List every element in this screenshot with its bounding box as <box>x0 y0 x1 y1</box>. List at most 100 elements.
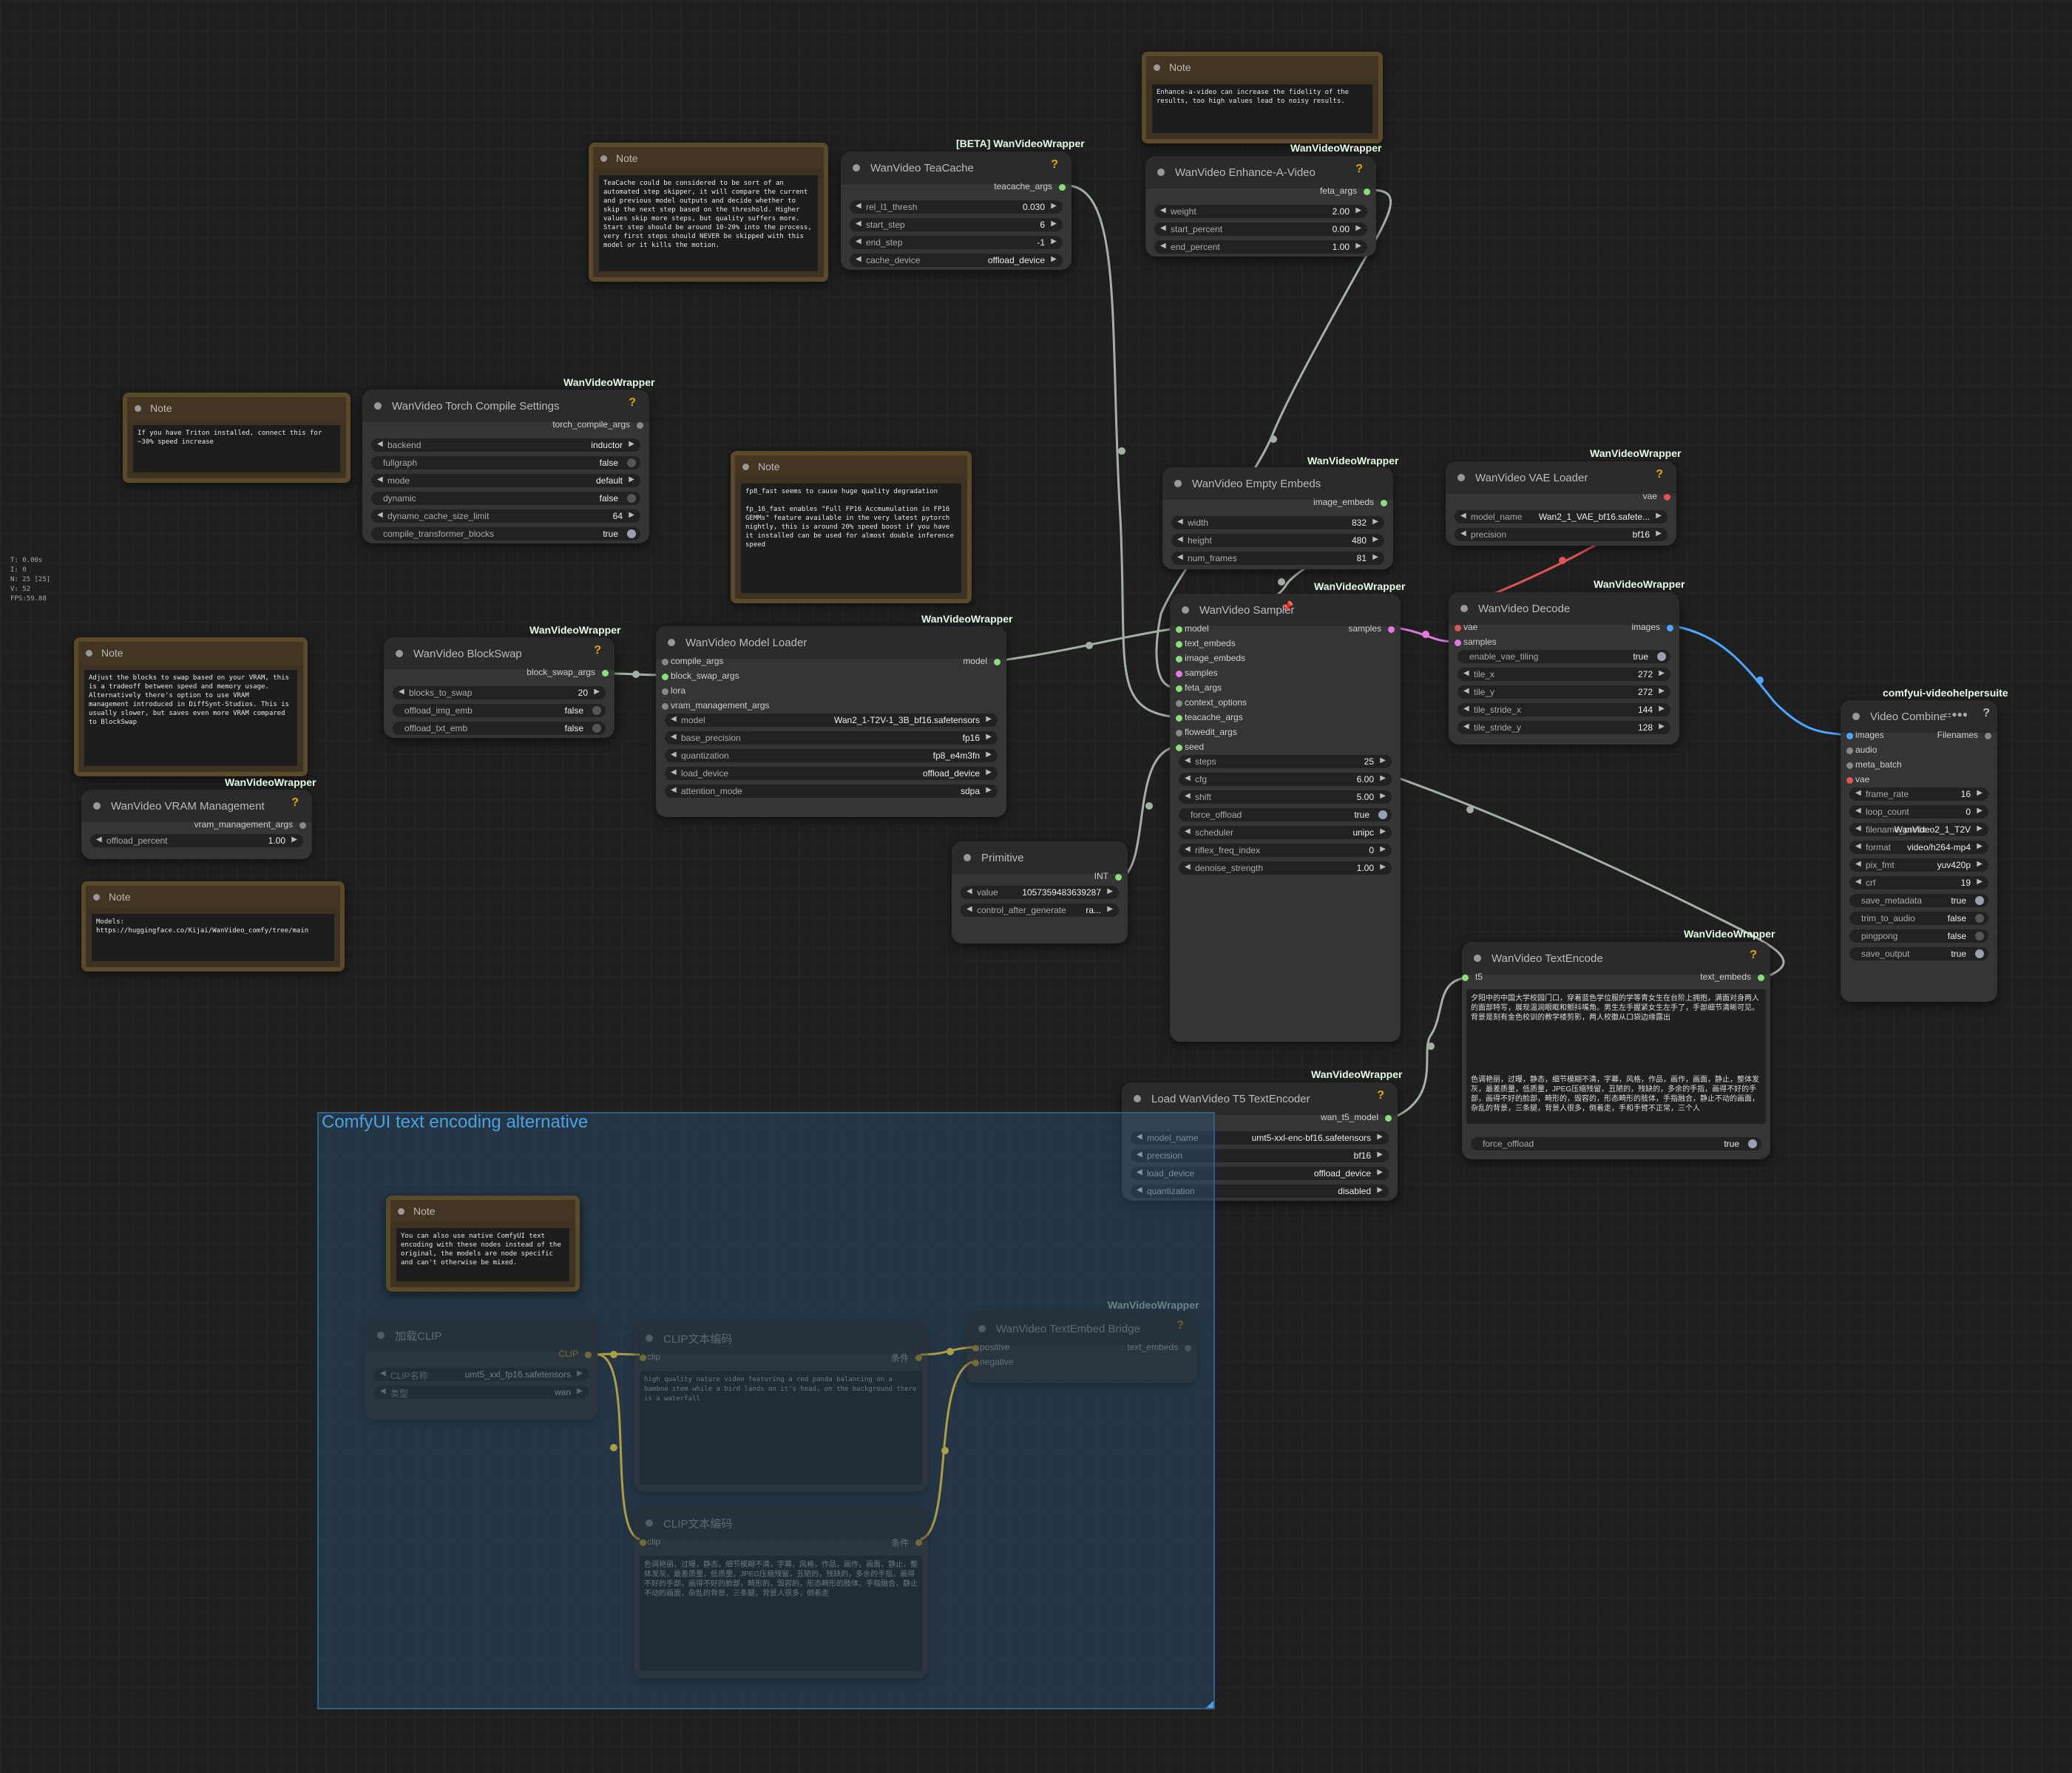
node-textembed-bridge[interactable]: WanVideo TextEmbed Bridge? positive nega… <box>966 1312 1197 1383</box>
arrow-right-icon[interactable]: ▶ <box>1377 1168 1383 1176</box>
arrow-left-icon[interactable]: ◀ <box>1463 687 1469 695</box>
input-slot[interactable] <box>1176 641 1182 648</box>
arrow-right-icon[interactable]: ▶ <box>1377 1133 1383 1141</box>
arrow-right-icon[interactable]: ▶ <box>986 768 992 776</box>
node-blockswap[interactable]: WanVideo BlockSwap? block_swap_args ◀blo… <box>384 637 615 738</box>
arrow-right-icon[interactable]: ▶ <box>1355 224 1361 232</box>
output-slot[interactable] <box>1985 733 1991 739</box>
arrow-left-icon[interactable]: ◀ <box>1177 518 1183 526</box>
arrow-left-icon[interactable]: ◀ <box>966 905 972 913</box>
menu-dots-icon[interactable]: ⚏●●● <box>1943 709 1968 719</box>
note-teacache[interactable]: Note TeaCache could be considered to be … <box>589 143 828 282</box>
arrow-right-icon[interactable]: ▶ <box>1355 206 1361 214</box>
toggle-knob[interactable] <box>1975 932 1984 940</box>
arrow-right-icon[interactable]: ▶ <box>1380 792 1386 800</box>
arrow-right-icon[interactable]: ▶ <box>1977 842 1983 850</box>
output-slot[interactable] <box>1381 500 1387 506</box>
arrow-right-icon[interactable]: ▶ <box>986 715 992 723</box>
input-slot[interactable] <box>1176 626 1182 633</box>
input-slot[interactable] <box>662 659 668 665</box>
arrow-left-icon[interactable]: ◀ <box>377 440 383 448</box>
note-models[interactable]: Note Models: https://huggingface.co/Kija… <box>81 881 345 972</box>
arrow-left-icon[interactable]: ◀ <box>1185 756 1191 765</box>
arrow-right-icon[interactable]: ▶ <box>1380 827 1386 835</box>
arrow-left-icon[interactable]: ◀ <box>1185 827 1191 835</box>
arrow-right-icon[interactable]: ▶ <box>629 511 634 519</box>
output-slot[interactable] <box>1385 1115 1392 1122</box>
help-icon[interactable]: ? <box>629 396 636 409</box>
input-slot[interactable] <box>1846 777 1853 784</box>
toggle-knob[interactable] <box>1378 810 1387 819</box>
arrow-left-icon[interactable]: ◀ <box>856 202 861 210</box>
toggle-knob[interactable] <box>1975 896 1984 905</box>
arrow-right-icon[interactable]: ▶ <box>1659 705 1665 713</box>
input-slot[interactable] <box>662 703 668 710</box>
arrow-left-icon[interactable]: ◀ <box>1855 878 1861 886</box>
arrow-left-icon[interactable]: ◀ <box>1137 1168 1142 1176</box>
input-slot[interactable] <box>640 1355 646 1361</box>
arrow-left-icon[interactable]: ◀ <box>856 255 861 263</box>
output-slot[interactable] <box>1388 626 1395 633</box>
toggle-knob[interactable] <box>1975 914 1984 923</box>
arrow-left-icon[interactable]: ◀ <box>856 237 861 245</box>
help-icon[interactable]: ? <box>1750 949 1757 961</box>
input-slot[interactable] <box>1176 656 1182 662</box>
arrow-left-icon[interactable]: ◀ <box>1460 529 1466 538</box>
input-slot[interactable] <box>640 1539 646 1546</box>
arrow-left-icon[interactable]: ◀ <box>380 1387 386 1395</box>
node-vram[interactable]: WanVideo VRAM Management? vram_managemen… <box>81 790 312 859</box>
arrow-left-icon[interactable]: ◀ <box>1160 224 1166 232</box>
arrow-left-icon[interactable]: ◀ <box>1185 845 1191 853</box>
note-native[interactable]: Note You can also use native ComfyUI tex… <box>386 1196 580 1292</box>
arrow-left-icon[interactable]: ◀ <box>1177 553 1183 561</box>
note-triton[interactable]: Note If you have Triton installed, conne… <box>123 393 351 483</box>
output-slot[interactable] <box>299 822 306 829</box>
output-slot[interactable] <box>1758 974 1764 981</box>
note-blockswap[interactable]: Note Adjust the blocks to swap based on … <box>74 637 308 776</box>
toggle-knob[interactable] <box>592 706 601 715</box>
output-slot[interactable] <box>602 670 609 677</box>
toggle-knob[interactable] <box>592 724 601 733</box>
group-resize-handle[interactable] <box>1206 1701 1213 1708</box>
input-slot[interactable] <box>1176 700 1182 707</box>
arrow-left-icon[interactable]: ◀ <box>399 688 404 696</box>
node-teacache[interactable]: WanVideo TeaCache? teacache_args ◀rel_l1… <box>841 152 1071 270</box>
toggle-knob[interactable] <box>1748 1139 1757 1148</box>
note-enhance[interactable]: Note Enhance-a-video can increase the fi… <box>1142 52 1383 143</box>
arrow-right-icon[interactable]: ▶ <box>1977 807 1983 815</box>
node-clip-encode-negative[interactable]: CLIP文本编码 clip 条件 色调艳丽，过曝，静态，细节模糊不清，字幕，风格… <box>634 1507 928 1678</box>
node-textencode[interactable]: WanVideo TextEncode? t5 text_embeds 夕阳中的… <box>1462 942 1770 1159</box>
toggle-knob[interactable] <box>627 458 636 467</box>
arrow-left-icon[interactable]: ◀ <box>1855 842 1861 850</box>
arrow-left-icon[interactable]: ◀ <box>1855 807 1861 815</box>
